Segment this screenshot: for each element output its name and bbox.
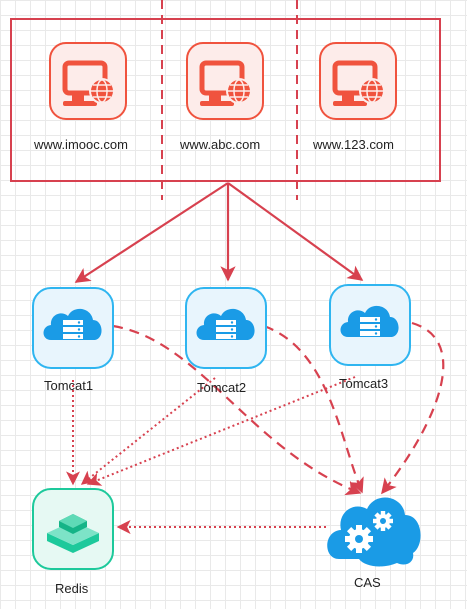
server-cloud-icon	[32, 287, 114, 369]
website-icon	[49, 42, 127, 120]
site-label-imooc: www.imooc.com	[34, 137, 128, 152]
cas-gears-icon	[327, 497, 421, 567]
server-cloud-icon	[329, 284, 411, 366]
redis-icon	[32, 488, 114, 570]
website-icon	[186, 42, 264, 120]
tomcat2-redis-link	[80, 377, 216, 485]
arrow-to-tomcat1	[74, 182, 229, 283]
site-label-123: www.123.com	[313, 137, 394, 152]
tomcat1-cas-link	[112, 324, 362, 496]
tomcat2-cas-link	[263, 324, 364, 494]
tomcat2-label: Tomcat2	[197, 380, 247, 395]
cas-label: CAS	[354, 575, 381, 590]
sites-container	[10, 18, 441, 182]
tomcat1-label: Tomcat1	[44, 378, 94, 393]
site-label-abc: www.abc.com	[180, 137, 261, 152]
server-cloud-icon	[185, 287, 267, 369]
tomcat3-cas-link	[381, 321, 445, 495]
arrow-to-tomcat3	[227, 182, 364, 281]
redis-label: Redis	[55, 581, 89, 596]
tomcat3-label: Tomcat3	[339, 376, 389, 391]
website-icon	[319, 42, 397, 120]
